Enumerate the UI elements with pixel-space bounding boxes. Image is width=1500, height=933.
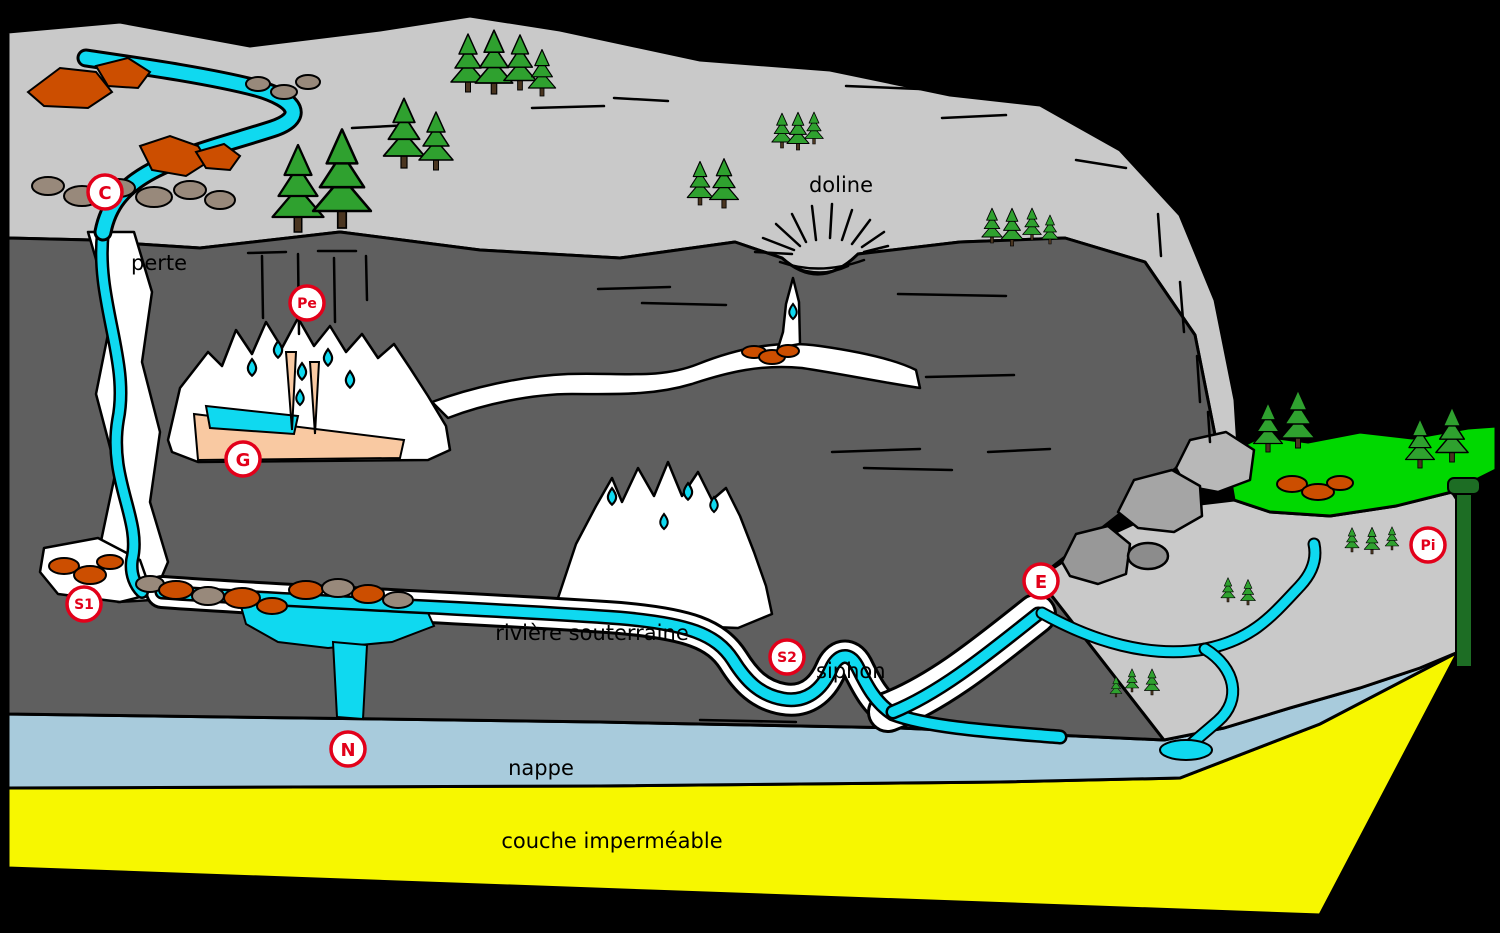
svg-text:S2: S2 — [777, 650, 797, 666]
fissures — [246, 84, 1212, 724]
rock — [1326, 475, 1354, 491]
well-pipe — [1455, 491, 1473, 668]
well — [1447, 477, 1481, 668]
rock — [776, 344, 800, 358]
rock — [194, 142, 242, 172]
resurgence-water — [888, 609, 1043, 717]
water-drop-icon — [246, 358, 258, 377]
markers: C Pe G S1 N S2 E Pi — [65, 173, 1447, 768]
stone — [204, 190, 236, 210]
stone — [191, 586, 225, 606]
stone — [31, 176, 65, 196]
well-cap — [1447, 477, 1481, 495]
rocks — [26, 56, 1354, 615]
water-drop-icon — [709, 496, 719, 513]
water-drop-icon — [295, 389, 305, 406]
marker-s2: S2 — [768, 638, 806, 676]
rock — [94, 56, 152, 90]
rock — [73, 565, 107, 585]
svg-text:S1: S1 — [74, 597, 94, 613]
svg-text:C: C — [98, 183, 111, 204]
rock — [223, 587, 261, 609]
marker-n: N — [329, 730, 367, 768]
label-siphon: siphon — [816, 659, 886, 683]
chamber-pool — [204, 404, 300, 436]
label-riviere-souterraine: rivière souterraine — [495, 621, 689, 645]
surface-stream-water — [79, 51, 300, 239]
rock — [351, 584, 385, 604]
water-drop-icon — [344, 370, 356, 389]
water-drop-icon — [606, 487, 618, 506]
surface-stream — [76, 48, 303, 242]
boulders — [1060, 430, 1256, 586]
label-nappe: nappe — [508, 756, 574, 780]
waterfall-water — [97, 227, 147, 597]
label-doline: doline — [809, 173, 873, 197]
stalactite-column — [284, 351, 298, 431]
svg-text:Pi: Pi — [1420, 538, 1435, 554]
stone — [270, 84, 298, 100]
marker-pi: Pi — [1409, 526, 1447, 564]
svg-text:N: N — [340, 740, 355, 761]
label-couche-impermeable: couche imperméable — [501, 829, 722, 853]
rock — [288, 580, 324, 600]
upper-gallery — [430, 342, 922, 420]
label-perte: perte — [131, 251, 187, 275]
svg-text:E: E — [1035, 572, 1047, 593]
rock — [1276, 475, 1308, 493]
slope-pool — [1159, 739, 1213, 761]
stone — [382, 591, 414, 609]
stone — [295, 74, 321, 90]
stone — [321, 578, 355, 598]
rock — [1301, 483, 1335, 501]
rock — [96, 554, 124, 570]
stone — [245, 76, 271, 92]
stalactite-column — [308, 361, 321, 435]
water-drop-icon — [322, 348, 334, 367]
marker-pe: Pe — [288, 284, 326, 322]
water-drop-icon — [659, 513, 669, 530]
water-drop-icon — [296, 362, 308, 381]
stone — [173, 180, 207, 200]
doline-lines — [753, 202, 890, 274]
slope-stream-water — [1037, 539, 1320, 657]
nappe-shaft — [331, 640, 369, 721]
boulder — [1116, 468, 1204, 534]
rock — [256, 597, 288, 615]
marker-g: G — [224, 440, 262, 478]
rock — [158, 580, 194, 600]
cave-system — [38, 225, 1068, 745]
water-drop-icon — [272, 340, 284, 359]
water-drop-icon — [788, 303, 798, 320]
labels: perte doline rivière souterraine siphon … — [131, 173, 886, 853]
water-drop-icon — [682, 482, 694, 501]
marker-c: C — [86, 173, 124, 211]
grass-area — [1224, 424, 1498, 518]
marker-e: E — [1022, 562, 1060, 600]
stone — [135, 186, 173, 208]
marker-s1: S1 — [65, 585, 103, 623]
svg-text:Pe: Pe — [297, 296, 317, 312]
slope-stream — [1035, 537, 1322, 761]
rock — [26, 66, 114, 110]
rock — [48, 557, 80, 575]
svg-text:G: G — [236, 450, 251, 471]
boulder — [1126, 541, 1170, 571]
